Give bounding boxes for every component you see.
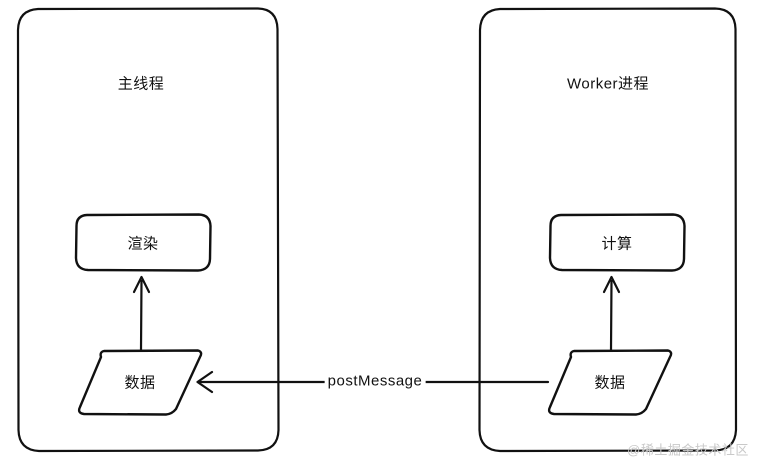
- node-label-compute: 计算: [601, 235, 633, 253]
- edge-label-post-message: postMessage: [324, 372, 426, 390]
- node-compute-shape: [548, 213, 686, 272]
- watermark: @稀土掘金技术社区: [627, 442, 749, 458]
- node-data-main-shape: [77, 349, 203, 416]
- edge-data-main-to-render-line: [139, 279, 143, 352]
- node-render-shape: [74, 213, 212, 272]
- edge-post-message-arrowhead: [196, 370, 214, 394]
- edge-data-worker-to-compute-line: [609, 279, 613, 352]
- node-data-worker-shape: [547, 349, 673, 416]
- node-label-render: 渲染: [127, 235, 159, 253]
- container-title-main-thread: 主线程: [117, 75, 165, 93]
- edge-data-worker-to-compute-arrowhead: [602, 275, 621, 294]
- container-title-worker-process: Worker进程: [566, 75, 650, 93]
- node-label-data-worker: 数据: [594, 374, 626, 392]
- edge-data-main-to-render-arrowhead: [132, 275, 151, 294]
- node-label-data-main: 数据: [124, 374, 156, 392]
